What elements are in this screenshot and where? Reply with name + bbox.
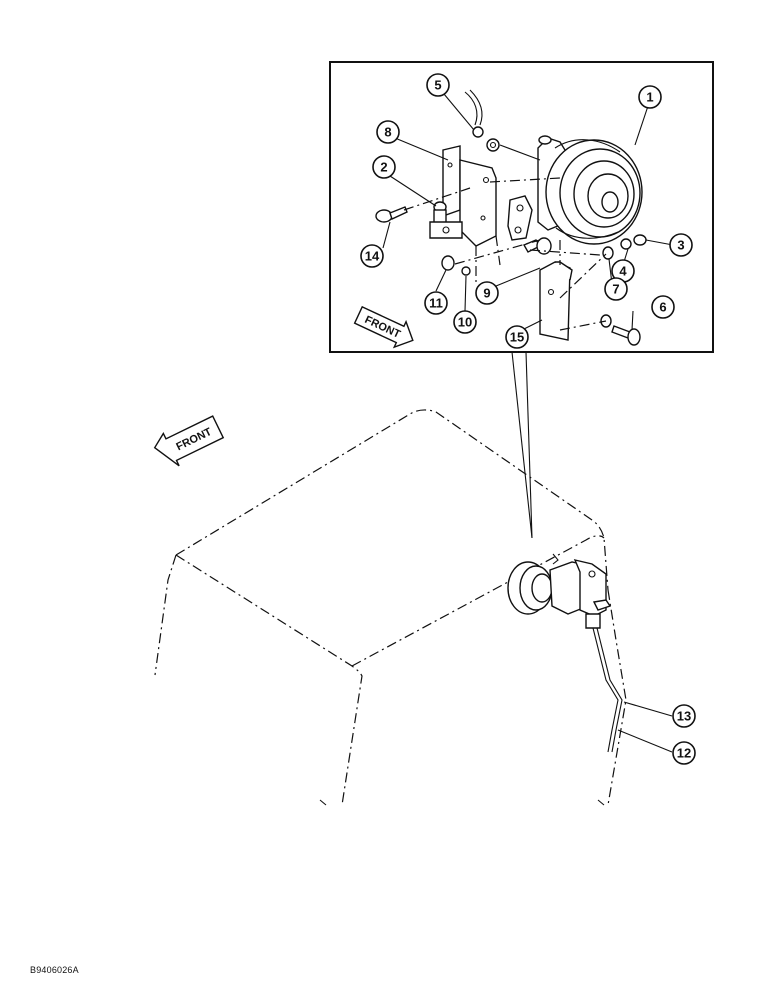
callout-15: 15 — [505, 325, 529, 349]
callout-8: 8 — [376, 120, 400, 144]
svg-text:15: 15 — [510, 330, 524, 345]
horn — [537, 135, 643, 245]
inset-leaders — [382, 93, 674, 333]
cab-horn — [507, 553, 612, 629]
bolt-14 — [375, 206, 408, 223]
bolt-6 — [611, 325, 641, 346]
callout-11: 11 — [424, 291, 448, 315]
svg-text:13: 13 — [677, 709, 691, 724]
front-arrow-main: FRONT — [153, 415, 225, 467]
svg-text:8: 8 — [384, 125, 391, 140]
svg-text:1: 1 — [646, 90, 653, 105]
callout-6: 6 — [651, 295, 675, 319]
callout-14: 14 — [360, 244, 384, 268]
callout-2: 2 — [372, 155, 396, 179]
hardware-right — [600, 234, 647, 328]
cab-harness — [592, 627, 623, 753]
cab-outline — [154, 409, 627, 806]
callout-9: 9 — [475, 281, 499, 305]
callout-7: 7 — [604, 277, 628, 301]
svg-text:5: 5 — [434, 78, 441, 93]
callout-5: 5 — [426, 73, 450, 97]
hardware-left — [441, 255, 471, 276]
callout-10: 10 — [453, 310, 477, 334]
svg-text:9: 9 — [483, 286, 490, 301]
terminal-wire — [464, 89, 541, 161]
inset-connector — [511, 351, 533, 539]
svg-text:4: 4 — [619, 264, 627, 279]
figure-id: B9406026A — [30, 965, 79, 975]
svg-text:11: 11 — [429, 296, 443, 311]
svg-text:12: 12 — [677, 746, 691, 761]
switch — [429, 201, 463, 239]
svg-text:3: 3 — [677, 238, 684, 253]
svg-text:14: 14 — [365, 249, 380, 264]
assembly-lines — [403, 177, 607, 331]
upper-bracket — [442, 145, 497, 247]
svg-text:10: 10 — [458, 315, 472, 330]
callout-3: 3 — [669, 233, 693, 257]
callout-1: 1 — [638, 85, 662, 109]
main-leaders — [617, 701, 673, 753]
callout-13: 13 — [672, 704, 696, 728]
lower-bracket — [539, 261, 573, 341]
callout-12: 12 — [672, 741, 696, 765]
svg-text:6: 6 — [659, 300, 666, 315]
svg-text:2: 2 — [380, 160, 387, 175]
horn-mount-plate — [507, 195, 533, 241]
svg-text:7: 7 — [612, 282, 619, 297]
detail-inset: FRONT — [329, 61, 714, 353]
